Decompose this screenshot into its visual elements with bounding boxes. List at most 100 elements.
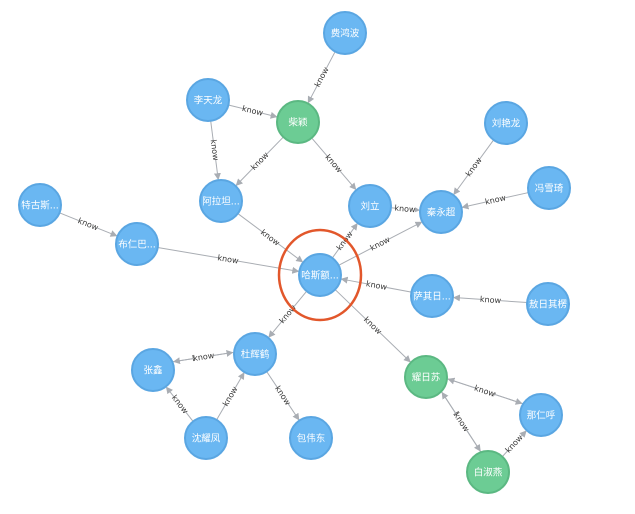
edge-label-bg [323, 152, 344, 175]
node-label: 冯雪琦 [535, 184, 564, 195]
node-circle[interactable] [131, 348, 175, 392]
edge-du-zhang[interactable]: know [172, 350, 234, 365]
node-yaori[interactable]: 耀日苏 [404, 355, 448, 399]
node-circle[interactable] [115, 222, 159, 266]
node-qin[interactable]: 秦永超 [419, 190, 463, 234]
edge-label-bg [193, 350, 215, 364]
node-hasi[interactable]: 哈斯额... [298, 253, 342, 297]
edge-saqi-hasi[interactable]: know [340, 276, 412, 293]
node-circle[interactable] [298, 253, 342, 297]
node-ao[interactable]: 敖日其楞 [526, 282, 570, 326]
edge-label-bg [241, 103, 264, 119]
node-aladan[interactable]: 阿拉坦... [199, 179, 243, 223]
node-saqi[interactable]: 萨其日... [410, 274, 454, 318]
node-label: 阿拉坦... [202, 196, 240, 208]
node-liuyan[interactable]: 刘艳龙 [484, 101, 528, 145]
node-label: 萨其日... [413, 292, 451, 303]
node-baishu[interactable]: 白淑燕 [466, 450, 510, 494]
node-shen[interactable]: 沈耀凤 [184, 416, 228, 460]
node-circle[interactable] [184, 416, 228, 460]
node-circle[interactable] [526, 282, 570, 326]
node-circle[interactable] [18, 183, 62, 227]
edge-shen-du[interactable]: know [216, 372, 245, 421]
node-circle[interactable] [419, 190, 463, 234]
edge-label: know [394, 204, 416, 215]
node-circle[interactable] [410, 274, 454, 318]
edge-label: know [209, 139, 221, 162]
edge-buren-hasi[interactable]: know [157, 247, 300, 274]
edge-label-bg [76, 215, 100, 233]
node-circle[interactable] [186, 78, 230, 122]
edge-label-bg [451, 411, 472, 434]
node-circle[interactable] [233, 332, 277, 376]
edge-baishu-yaori[interactable]: know [441, 391, 482, 452]
node-label: 柴颖 [288, 117, 308, 129]
edge-hasi-liuli[interactable]: know [331, 223, 358, 259]
edge-label-bg [169, 393, 190, 416]
node-narenhu[interactable]: 那仁呼 [519, 393, 563, 437]
edge-feng-qin[interactable]: know [461, 192, 529, 210]
node-label: 布仁巴... [118, 239, 156, 251]
node-label: 费鸿波 [331, 28, 360, 40]
edge-liuli-qin[interactable]: know [390, 203, 421, 215]
edge-label: know [365, 279, 388, 292]
node-label: 杜辉鹤 [241, 349, 270, 361]
edge-label: know [473, 384, 496, 399]
node-circle[interactable] [484, 101, 528, 145]
edge-label: know [452, 411, 471, 434]
edge-label-bg [473, 383, 496, 399]
node-label: 张鑫 [143, 365, 163, 377]
edge-label-bg [312, 65, 331, 89]
node-label: 包伟东 [297, 433, 326, 445]
node-buren[interactable]: 布仁巴... [115, 222, 159, 266]
node-label: 哈斯额... [301, 270, 339, 282]
edge-li-aladan[interactable]: know [208, 120, 221, 181]
node-circle[interactable] [404, 355, 448, 399]
edge-hasi-yaori[interactable]: know [334, 289, 411, 363]
edge-label: know [313, 65, 331, 88]
edge-label-bg [463, 156, 484, 179]
edge-fei-chai[interactable]: know [307, 51, 336, 104]
edge-label-bg [480, 294, 501, 306]
node-circle[interactable] [199, 179, 243, 223]
node-label: 秦永超 [427, 207, 456, 219]
node-circle[interactable] [348, 184, 392, 228]
edge-aladan-hasi[interactable]: know [237, 213, 304, 263]
edge-label: know [217, 253, 240, 265]
edge-label: know [480, 295, 502, 305]
node-chai[interactable]: 柴颖 [276, 100, 320, 144]
edge-ao-saqi[interactable]: know [452, 294, 528, 306]
node-label: 刘艳龙 [492, 118, 521, 130]
node-circle[interactable] [466, 450, 510, 494]
node-zhang[interactable]: 张鑫 [131, 348, 175, 392]
node-liuli[interactable]: 刘立 [348, 184, 392, 228]
edge-baishu-narenhu[interactable]: know [501, 430, 527, 457]
node-circle[interactable] [519, 393, 563, 437]
edge-du-bao[interactable]: know [266, 371, 300, 421]
node-feng[interactable]: 冯雪琦 [527, 166, 571, 210]
node-circle[interactable] [276, 100, 320, 144]
edge-label-bg [503, 433, 525, 455]
node-circle[interactable] [289, 416, 333, 460]
edge-tegu-buren[interactable]: know [59, 212, 118, 237]
edge-shen-zhang[interactable]: know [165, 386, 194, 422]
node-bao[interactable]: 包伟东 [289, 416, 333, 460]
node-circle[interactable] [323, 11, 367, 55]
node-du[interactable]: 杜辉鹤 [233, 332, 277, 376]
edge-liuyan-qin[interactable]: know [453, 139, 495, 196]
edge-yaori-narenhu[interactable]: know [447, 378, 523, 405]
node-label: 耀日苏 [412, 372, 441, 384]
edge-li-chai[interactable]: know [228, 103, 278, 119]
node-li[interactable]: 李天龙 [186, 78, 230, 122]
edge-chai-aladan[interactable]: know [235, 136, 284, 186]
node-circle[interactable] [527, 166, 571, 210]
edge-label-bg [259, 227, 282, 248]
node-label: 李天龙 [194, 95, 223, 107]
node-tegu[interactable]: 特古斯... [18, 183, 62, 227]
node-fei[interactable]: 费鸿波 [323, 11, 367, 55]
node-label: 白淑燕 [474, 467, 503, 479]
edge-chai-liuli[interactable]: know [311, 137, 357, 191]
